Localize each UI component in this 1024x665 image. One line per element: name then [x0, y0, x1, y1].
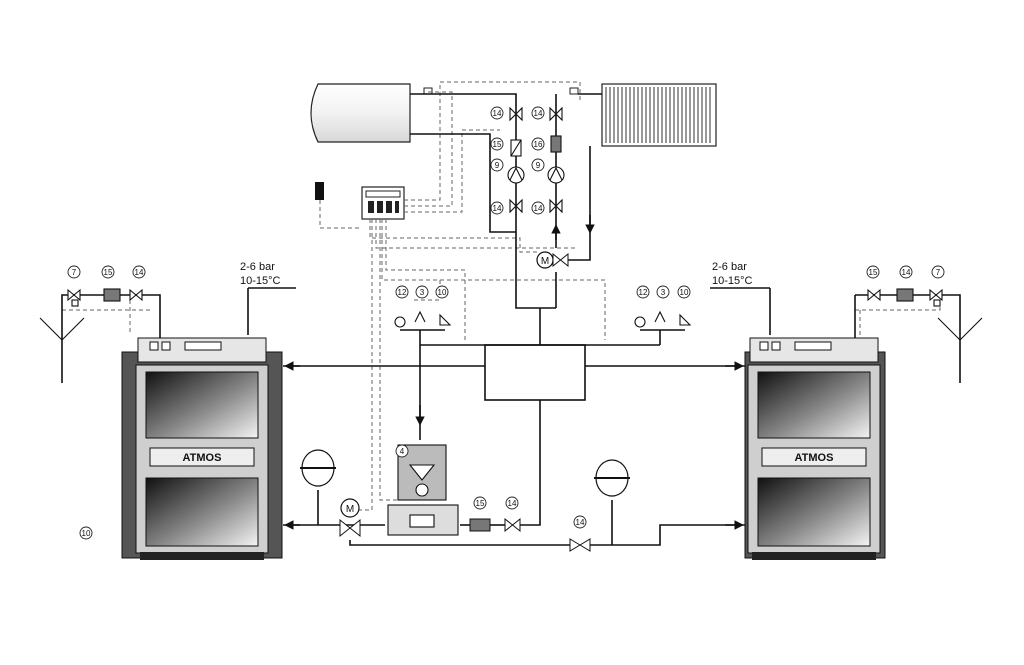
- svg-text:10-15°C: 10-15°C: [240, 275, 281, 287]
- svg-text:10: 10: [438, 288, 447, 297]
- svg-text:15: 15: [493, 140, 502, 149]
- callout-number: 3: [656, 285, 670, 299]
- svg-text:2-6 bar: 2-6 bar: [712, 261, 747, 273]
- svg-text:14: 14: [135, 268, 144, 277]
- callout-number: 14: [899, 265, 913, 279]
- gauge-group-right: [634, 310, 692, 328]
- svg-text:15: 15: [869, 268, 878, 277]
- svg-text:9: 9: [495, 161, 500, 170]
- callout-number: 14: [531, 106, 545, 120]
- boiler-right: ATMOS: [744, 337, 886, 560]
- svg-text:14: 14: [534, 109, 543, 118]
- svg-text:M: M: [541, 256, 549, 267]
- callout-number: 9: [531, 158, 545, 172]
- callout-number: 12: [395, 285, 409, 299]
- svg-text:14: 14: [902, 268, 911, 277]
- svg-text:14: 14: [534, 204, 543, 213]
- svg-text:12: 12: [639, 288, 648, 297]
- svg-text:15: 15: [104, 268, 113, 277]
- svg-text:10-15°C: 10-15°C: [712, 275, 753, 287]
- gauge-group-left: [394, 310, 452, 328]
- svg-text:10: 10: [680, 288, 689, 297]
- motor-valve-bottom: M: [339, 498, 361, 538]
- pump-group-left: [507, 106, 525, 214]
- control-wiring: [61, 81, 941, 511]
- expansion-tank-left: [300, 449, 336, 487]
- callout-number: 15: [473, 496, 487, 510]
- svg-text:14: 14: [508, 499, 517, 508]
- callout-number: 10: [435, 285, 449, 299]
- svg-text:7: 7: [936, 268, 941, 277]
- cold-water-assembly-right: [867, 288, 983, 341]
- svg-text:3: 3: [661, 288, 666, 297]
- callout-number: 10: [79, 526, 93, 540]
- callout-number: 4: [395, 444, 409, 458]
- motor-mixing-valve-top: M: [536, 251, 569, 269]
- callout-number: 7: [931, 265, 945, 279]
- callout-number: 14: [573, 515, 587, 529]
- callout-number: 12: [636, 285, 650, 299]
- radiator-sensor: [569, 87, 579, 95]
- cold-water-label-left: 2-6 bar 10-15°C: [240, 261, 281, 287]
- outdoor-sensor: [315, 182, 324, 200]
- svg-text:16: 16: [534, 140, 543, 149]
- callout-number: 15: [490, 137, 504, 151]
- svg-text:10: 10: [82, 529, 91, 538]
- cold-water-assembly-left: [39, 288, 143, 341]
- filter: [469, 518, 491, 532]
- svg-text:9: 9: [536, 161, 541, 170]
- svg-text:4: 4: [400, 447, 405, 456]
- callout-number: 15: [866, 265, 880, 279]
- svg-text:3: 3: [420, 288, 425, 297]
- svg-text:2-6 bar: 2-6 bar: [240, 261, 275, 273]
- callout-number: 9: [490, 158, 504, 172]
- bypass-valve: [569, 538, 591, 552]
- svg-text:15: 15: [476, 499, 485, 508]
- callout-number: 14: [531, 201, 545, 215]
- svg-text:14: 14: [576, 518, 585, 527]
- pump-group-right: [547, 106, 565, 214]
- regulator-controller: [361, 186, 405, 220]
- callout-number: 7: [67, 265, 81, 279]
- svg-text:12: 12: [398, 288, 407, 297]
- callout-number: 10: [677, 285, 691, 299]
- boiler-left: ATMOS: [121, 337, 283, 560]
- callout-number: 16: [531, 137, 545, 151]
- callout-number: 15: [101, 265, 115, 279]
- callout-number: 14: [490, 201, 504, 215]
- svg-text:14: 14: [493, 204, 502, 213]
- callout-number: 14: [132, 265, 146, 279]
- tank-sensor: [423, 87, 433, 95]
- component-callouts: 7 15 14 15 14 7 12 3 10 12 3 10 14 15 9 14 14 16 9 14 15 14 14…: [67, 106, 945, 540]
- ball-valve: [504, 517, 521, 533]
- svg-text:7: 7: [72, 268, 77, 277]
- svg-text:M: M: [346, 504, 354, 515]
- radiator: [601, 83, 717, 147]
- callout-number: 14: [505, 496, 519, 510]
- mixing-unit: [387, 444, 459, 536]
- callout-number: 14: [490, 106, 504, 120]
- boiler-brand-label: ATMOS: [183, 452, 222, 464]
- boiler-brand-label: ATMOS: [795, 452, 834, 464]
- expansion-tank-right: [594, 459, 630, 497]
- cold-water-label-right: 2-6 bar 10-15°C: [712, 261, 753, 287]
- svg-text:14: 14: [493, 109, 502, 118]
- callout-number: 3: [415, 285, 429, 299]
